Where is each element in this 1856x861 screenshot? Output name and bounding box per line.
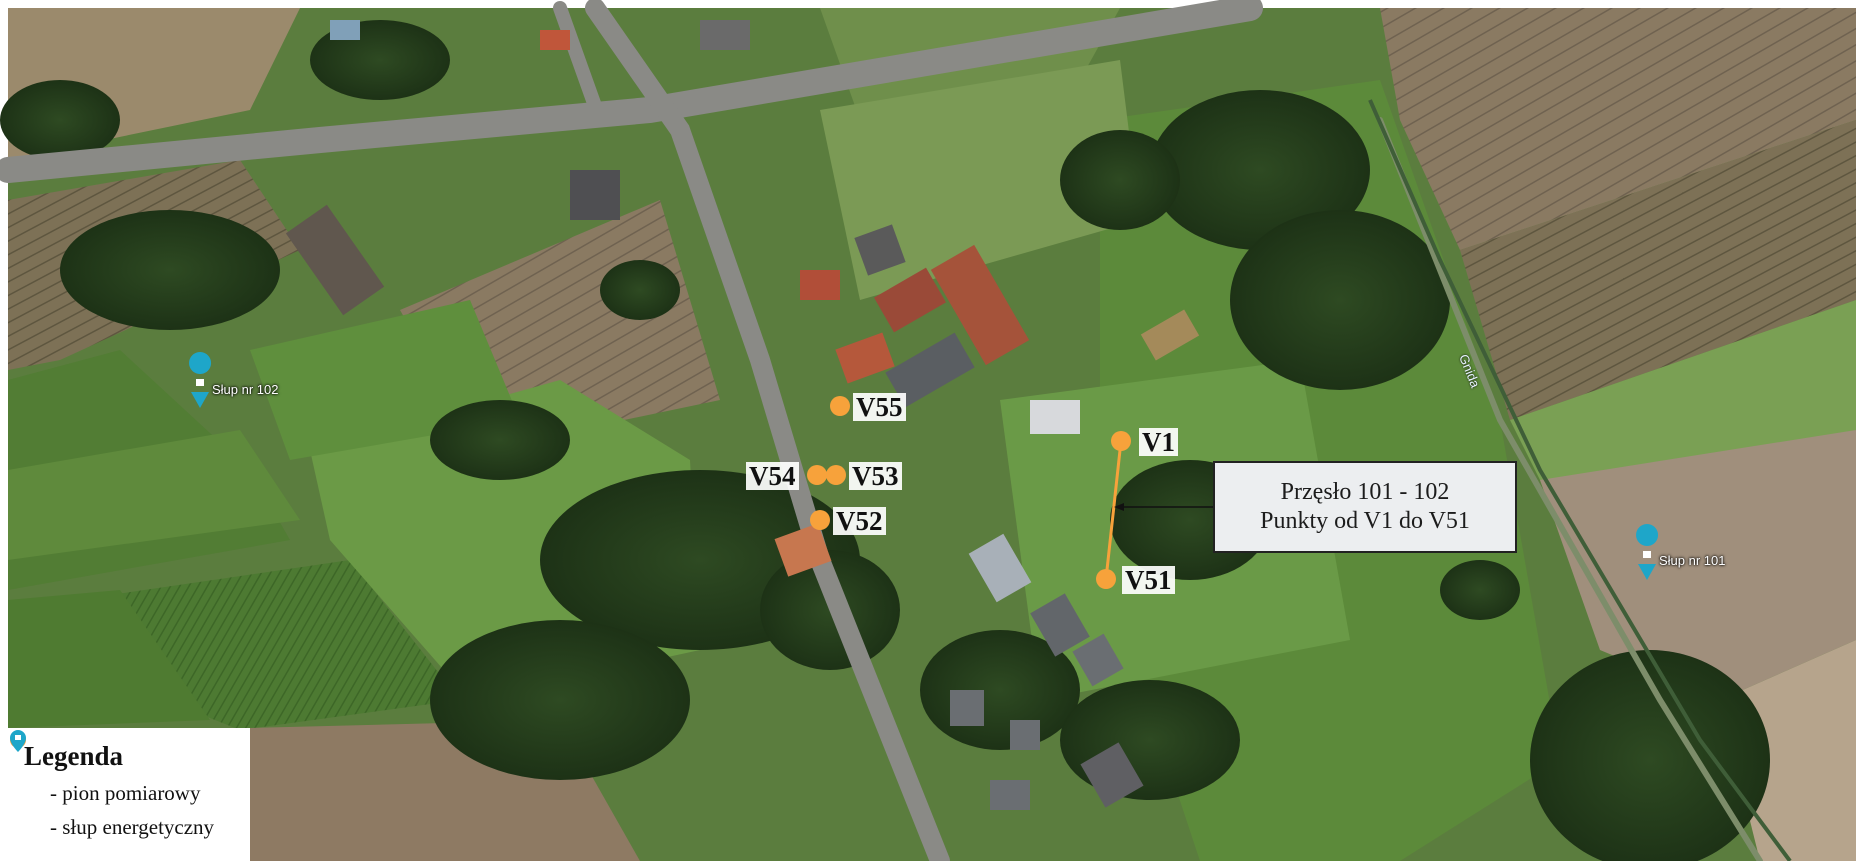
orange-dot-icon [10,732,46,804]
legend-item-label: - pion pomiarowy [50,781,201,805]
legend-item-measurement-point: - pion pomiarowy [10,732,234,806]
field-right-plowed-2 [1460,120,1856,420]
span-callout-box: Przęsło 101 - 102 Punkty od V1 do V51 [1213,461,1517,553]
point-V55 [830,396,850,416]
meadow-center-top [820,60,1140,300]
point-label-V53: V53 [849,462,902,490]
legend: Legenda - pion pomiarowy - słup energety… [8,728,250,861]
roads [0,0,1763,861]
pole-label-102[interactable]: Słup nr 102 [212,382,279,397]
span-callout-subtitle: Punkty od V1 do V51 [1260,508,1470,534]
point-label-V54: V54 [746,462,799,490]
pole-label-101[interactable]: Słup nr 101 [1659,553,1726,568]
span-line [1104,440,1123,580]
legend-item-power-pole: - słup energetyczny [10,730,234,840]
point-V1 [1111,431,1131,451]
buildings [285,20,1200,810]
measurement-points [807,396,1131,589]
point-V51 [1096,569,1116,589]
field-bottom-left-rows [110,560,460,730]
pole-102-marker [189,352,212,408]
field-left-lightgreen [8,430,300,560]
callout-arrow-head [1114,503,1124,511]
map-pin-icon [10,730,46,838]
river [1368,99,1792,861]
span-callout-title: Przęsło 101 - 102 [1280,479,1450,505]
point-label-V55: V55 [853,393,906,421]
point-label-V1: V1 [1139,428,1178,456]
pole-101-marker [1636,524,1659,580]
point-V52 [810,510,830,530]
field-right-plowed-1 [1380,8,1856,250]
field-right-green [1510,300,1856,520]
point-label-V51: V51 [1122,566,1175,594]
field-bottom-left-green [8,590,210,728]
point-V53 [826,465,846,485]
point-V54 [807,465,827,485]
point-label-V52: V52 [833,507,886,535]
legend-title: Legenda [24,741,124,771]
legend-item-label: - słup energetyczny [50,815,215,839]
